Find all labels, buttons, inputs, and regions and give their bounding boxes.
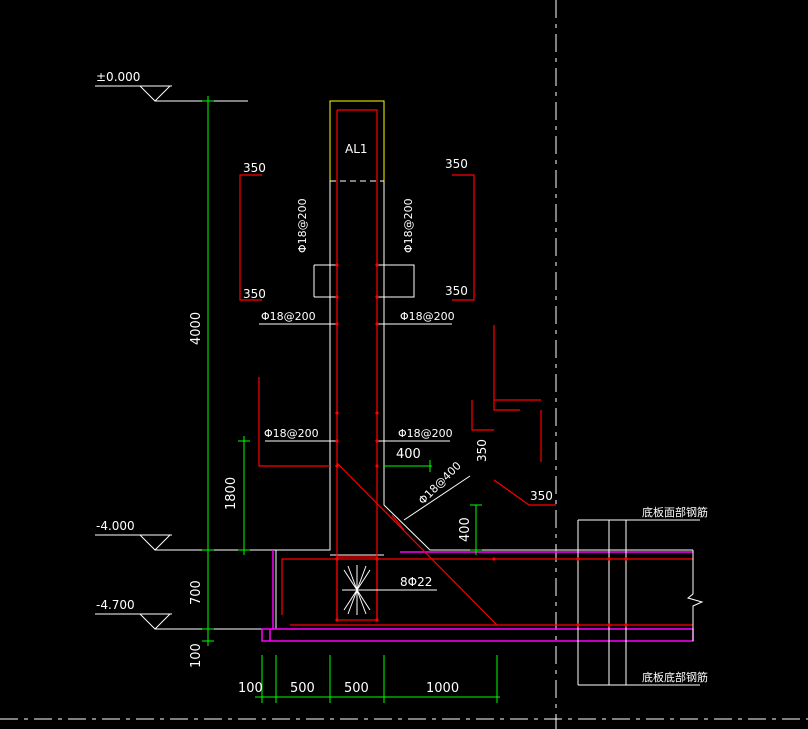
elevation-bottom-label: -4.700	[96, 598, 135, 612]
length-right-hook: 350	[475, 439, 489, 462]
beam-label: AL1	[345, 142, 368, 156]
note-top-rebar: 底板面部钢筋	[642, 505, 708, 519]
dim-haunch-h: 400	[396, 447, 421, 462]
rebar-left-vertical: Φ18@200	[296, 198, 309, 253]
cushion-layer	[261, 550, 694, 642]
dim-haunch-height: 1800	[224, 477, 239, 510]
section-break	[577, 519, 704, 686]
note-bottom-rebar: 底板底部钢筋	[642, 670, 708, 684]
dim-wall-height: 4000	[189, 312, 204, 345]
svg-text:8Φ22: 8Φ22	[400, 575, 432, 589]
dim-bottom-1: 500	[290, 681, 315, 696]
dim-cushion: 100	[189, 643, 204, 668]
rebar-left-lower: Φ18@200	[264, 427, 319, 440]
dim-bottom-0: 100	[238, 681, 263, 696]
length-left-top: 350	[243, 161, 266, 175]
rebar-left-upper: Φ18@200	[261, 310, 316, 323]
dim-slab-thickness: 700	[189, 580, 204, 605]
rebar-right-upper: Φ18@200	[400, 310, 455, 323]
beam-frame	[329, 100, 385, 181]
length-left-bottom: 350	[243, 287, 266, 301]
dim-bottom-3: 1000	[426, 681, 459, 696]
dim-bottom-2: 500	[344, 681, 369, 696]
elevation-marker-top: ±0.000	[95, 70, 248, 102]
rebar-lines	[239, 109, 693, 626]
rebar-right-vertical: Φ18@200	[402, 198, 415, 253]
dimension-lines	[202, 96, 500, 703]
elevation-mid-label: -4.000	[96, 519, 135, 533]
concrete-outline	[275, 101, 693, 630]
elevation-marker-bottom: -4.700	[95, 598, 262, 630]
rebar-right-lower: Φ18@200	[398, 427, 453, 440]
elevation-marker-mid: -4.000	[95, 519, 276, 551]
rebar-dots	[335, 263, 628, 627]
dim-haunch-v: 400	[458, 517, 473, 542]
rebar-leaders	[259, 264, 471, 521]
column-bars-label: 8Φ22	[360, 575, 437, 591]
length-right-bottom: 350	[445, 284, 468, 298]
elevation-top-label: ±0.000	[96, 70, 140, 84]
length-right-hook-tail: 350	[530, 489, 553, 503]
length-right-top: 350	[445, 157, 468, 171]
